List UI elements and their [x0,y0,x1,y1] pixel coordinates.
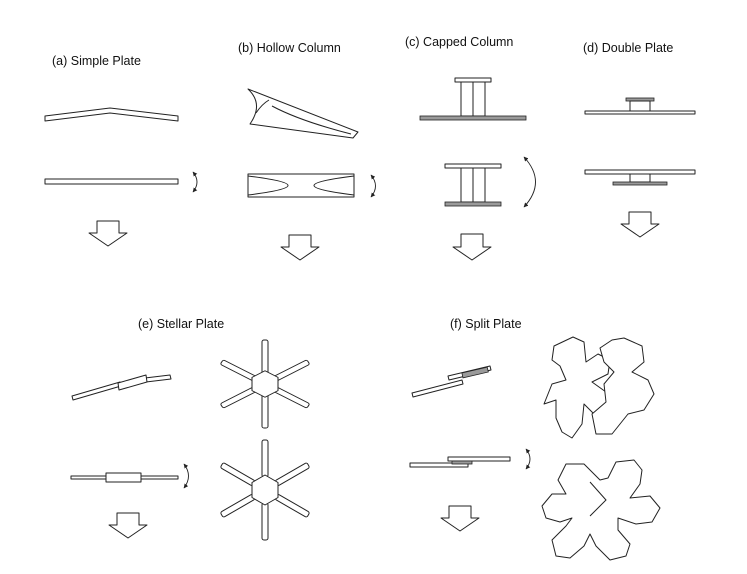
split-plate-tilted-side [411,365,492,398]
double-plate-top [584,97,696,115]
fall-direction-arrow-icon [88,220,128,247]
simple-plate-tilted [44,107,179,122]
fall-direction-arrow-icon [440,505,480,532]
stellar-plate-top-view-flat [220,439,310,541]
fall-direction-arrow-icon [620,211,660,238]
oscillation-arrow-icon [525,448,531,470]
stellar-plate-flat-side [70,472,179,483]
panel-label-d: (d) Double Plate [583,41,673,55]
split-plate-top-view-flat [541,459,661,561]
stellar-plate-tilted-side [71,374,172,401]
fall-direction-arrow-icon [452,233,492,261]
fall-direction-arrow-icon [280,234,320,261]
panel-label-e: (e) Stellar Plate [138,317,224,331]
capped-column-vertical [419,77,527,121]
fall-direction-arrow-icon [108,512,148,539]
simple-plate-flat [44,178,179,185]
hollow-column-tilted [247,88,359,139]
split-plate-flat-side [409,456,511,468]
panel-label-f: (f) Split Plate [450,317,522,331]
double-plate-bottom [584,169,696,186]
oscillation-arrow-icon [192,171,198,193]
panel-label-b: (b) Hollow Column [238,41,341,55]
panel-label-a: (a) Simple Plate [52,54,141,68]
capped-column-horizontal [444,163,502,207]
hollow-column-flat [247,173,355,198]
oscillation-arrow-icon [370,174,376,198]
stellar-plate-top-view-tilted [220,339,310,429]
panel-label-c: (c) Capped Column [405,35,513,49]
oscillation-arrow-icon [183,463,189,489]
split-plate-top-view-tilted [543,336,655,439]
oscillation-arrow-icon [523,156,536,208]
